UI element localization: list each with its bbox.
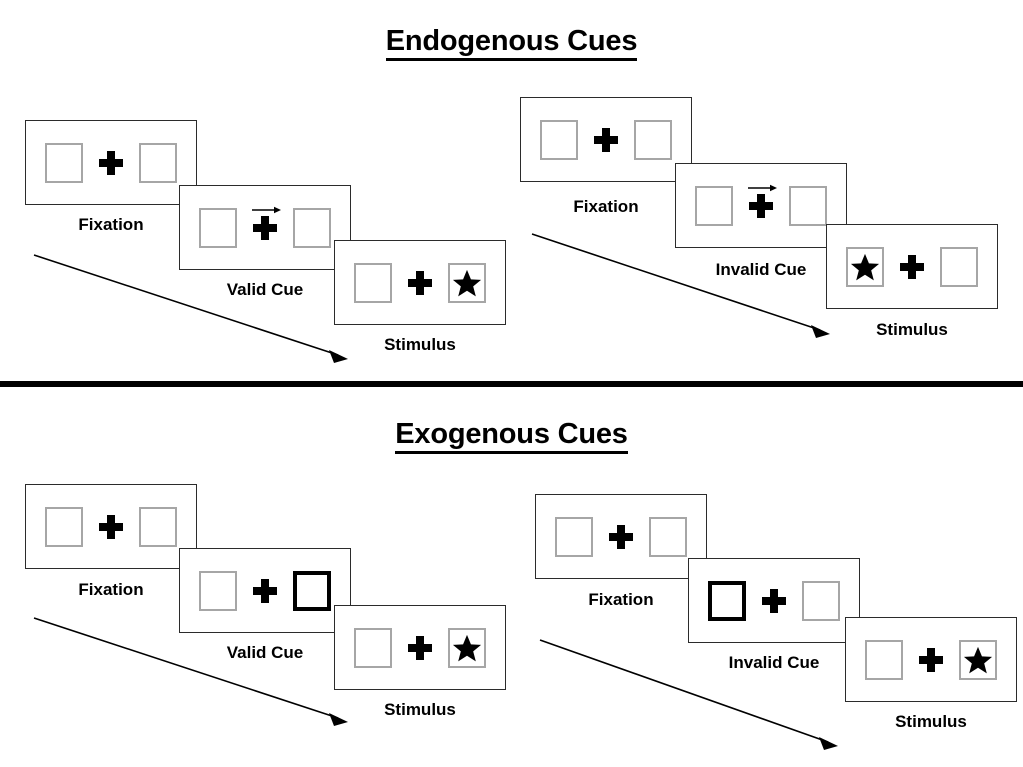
right-placeholder-box [802,580,840,621]
fixation-cross-icon [99,514,123,539]
star-target-icon [963,646,993,673]
left-placeholder-box [695,185,733,226]
left-placeholder-box [354,627,392,668]
panel-content [536,495,706,578]
right-placeholder-box [139,142,177,183]
fixation-cross-icon [609,524,633,549]
fixation-cross-wrap [748,184,777,226]
caption-endogenous-invalid-cue: Invalid Cue [715,260,807,279]
panel-endogenous-valid-stimulus [334,240,506,325]
left-placeholder-box [199,207,237,248]
caption-endogenous-valid-cue: Valid Cue [226,280,304,299]
time-arrow-exogenous-invalid [539,639,838,750]
caption-exogenous-valid-fixation: Fixation [78,580,144,599]
caption-endogenous-valid-stimulus: Stimulus [384,335,456,354]
right-placeholder-box [940,246,978,287]
panel-content [846,618,1016,701]
fixation-cross-icon [594,127,618,152]
fixation-cross-wrap [919,640,943,680]
right-placeholder-box [789,185,827,226]
right-placeholder-box [448,627,486,668]
panel-exogenous-valid-stimulus [334,605,506,690]
fixation-cross-icon [900,254,924,279]
panel-endogenous-invalid-stimulus [826,224,998,309]
fixation-cross-icon [408,635,432,660]
fixation-cross-wrap [99,507,123,547]
fixation-cross-icon [749,193,773,218]
panel-content [335,241,505,324]
fixation-cross-wrap [252,206,281,248]
panel-endogenous-valid-fixation [25,120,197,205]
left-placeholder-box [45,142,83,183]
right-placeholder-box-cued [293,570,331,611]
panel-content [180,549,350,632]
section-title-endogenous-text: Endogenous Cues [385,25,637,61]
panel-exogenous-invalid-cue [688,558,860,643]
right-placeholder-box [139,506,177,547]
fixation-cross-icon [919,647,943,672]
left-placeholder-box [865,639,903,680]
section-title-exogenous-text: Exogenous Cues [395,418,628,454]
star-target-icon [850,253,880,280]
caption-exogenous-invalid-stimulus: Stimulus [895,712,967,731]
panel-endogenous-invalid-fixation [520,97,692,182]
caption-exogenous-invalid-cue: Invalid Cue [728,653,820,672]
panel-endogenous-valid-cue [179,185,351,270]
fixation-cross-wrap [594,120,618,160]
fixation-cross-wrap [609,517,633,557]
panel-endogenous-invalid-cue [675,163,847,248]
section-divider [0,381,1023,387]
panel-content [689,559,859,642]
fixation-cross-icon [253,578,277,603]
right-placeholder-box [634,119,672,160]
section-title-exogenous: Exogenous Cues [0,418,1023,454]
caption-exogenous-valid-stimulus: Stimulus [384,700,456,719]
right-placeholder-box [649,516,687,557]
right-placeholder-box [959,639,997,680]
left-placeholder-box [45,506,83,547]
left-placeholder-box [846,246,884,287]
fixation-cross-wrap [408,628,432,668]
cue-arrow-right-icon [252,206,281,213]
panel-content [676,164,846,247]
fixation-cross-wrap [253,571,277,611]
caption-endogenous-invalid-fixation: Fixation [573,197,639,216]
star-target-icon [452,269,482,296]
left-placeholder-box [199,570,237,611]
fixation-cross-icon [99,150,123,175]
section-title-endogenous: Endogenous Cues [0,25,1023,61]
panel-exogenous-invalid-stimulus [845,617,1017,702]
fixation-cross-wrap [408,263,432,303]
right-placeholder-box [293,207,331,248]
panel-content [827,225,997,308]
fixation-cross-wrap [900,247,924,287]
caption-endogenous-invalid-stimulus: Stimulus [876,320,948,339]
panel-exogenous-valid-cue [179,548,351,633]
left-placeholder-box-cued [708,580,746,621]
panel-content [180,186,350,269]
cue-arrow-right-icon [748,184,777,191]
fixation-cross-icon [408,270,432,295]
left-placeholder-box [354,262,392,303]
panel-exogenous-valid-fixation [25,484,197,569]
left-placeholder-box [555,516,593,557]
caption-exogenous-valid-cue: Valid Cue [226,643,304,662]
fixation-cross-wrap [99,143,123,183]
star-target-icon [452,634,482,661]
caption-exogenous-invalid-fixation: Fixation [588,590,654,609]
panel-exogenous-invalid-fixation [535,494,707,579]
fixation-cross-wrap [762,581,786,621]
left-placeholder-box [540,119,578,160]
panel-content [26,485,196,568]
fixation-cross-icon [762,588,786,613]
caption-endogenous-valid-fixation: Fixation [78,215,144,234]
panel-content [26,121,196,204]
right-placeholder-box [448,262,486,303]
panel-content [335,606,505,689]
fixation-cross-icon [253,215,277,240]
panel-content [521,98,691,181]
